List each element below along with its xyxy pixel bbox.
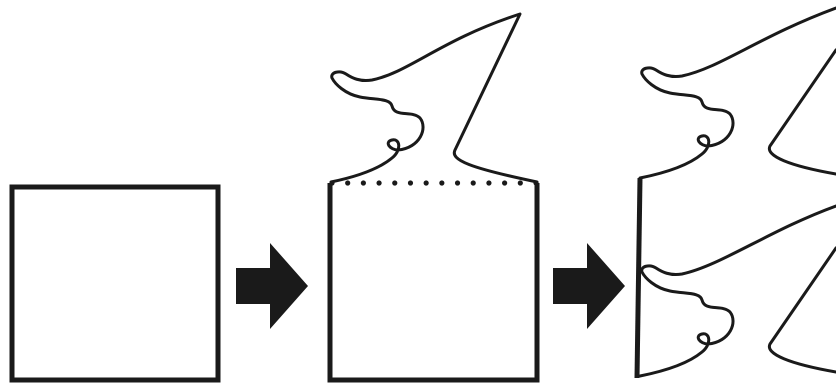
panel-repeated-tiles: [637, 8, 836, 378]
edge-dot: [392, 180, 397, 185]
edge-dot: [376, 180, 381, 185]
plain-square: [12, 187, 218, 380]
dotted-top-edge: [329, 180, 538, 185]
edge-dot: [486, 180, 491, 185]
edge-dot: [455, 180, 460, 185]
tile-left-edge: [637, 178, 640, 378]
arrow-right-icon: [553, 243, 625, 329]
square-sides: [330, 183, 537, 380]
tile-lower-flame: [640, 206, 836, 376]
edge-dot: [361, 180, 366, 185]
panel-plain-square: [12, 187, 218, 380]
arrow-right-icon: [236, 243, 308, 329]
edge-dot: [408, 180, 413, 185]
panel-square-with-tile-extension: [329, 14, 538, 380]
edge-dot: [518, 180, 523, 185]
flame-protrusion: [331, 14, 537, 182]
edge-dot: [439, 180, 444, 185]
tile-upper-flame: [640, 8, 836, 178]
edge-dot: [502, 180, 507, 185]
edge-dot: [424, 180, 429, 185]
edge-dot: [471, 180, 476, 185]
edge-dot: [345, 180, 350, 185]
